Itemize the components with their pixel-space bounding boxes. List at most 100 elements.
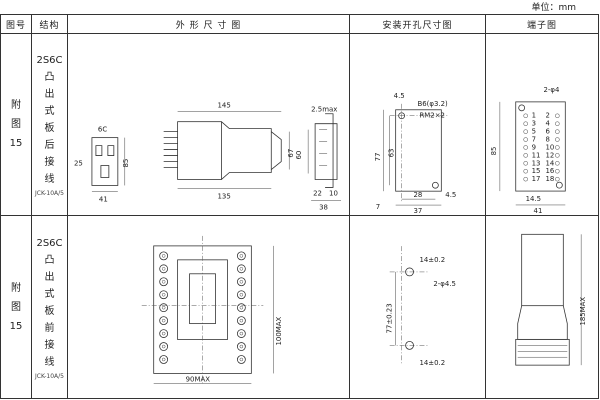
terminal-screw-center [161,358,166,362]
dim-85: 85 [122,159,130,168]
terminal-number-left: 1 [532,112,536,120]
terminal-dot [555,169,560,174]
terminal-screw-center [239,254,244,258]
fig-no: 附 图 15 [9,282,23,332]
terminal-screw-center [239,306,244,310]
dim-63: 63 [388,149,396,158]
terminal-screw-center [161,332,166,336]
terminal-screw [159,342,169,352]
header-row: 图号 结构 外 形 尺 寸 图 安装开孔尺寸图 端子图 [0,14,599,34]
structure-cell: 2S6C 凸 出 式 板 前 接 线 JCK-10A/5 [31,215,68,399]
dim-22: 22 [313,189,322,197]
terminal-screw [159,277,169,287]
header-fig-no: 图号 [0,14,32,34]
hole-2-phi4: 2-φ4 [543,86,559,94]
dim-37: 37 [414,207,423,215]
header-terminal: 端子图 [485,14,599,34]
terminal-number-left: 9 [532,143,536,151]
terminal-screw [236,264,246,274]
dim-77-tol: 77±0.23 [386,304,394,334]
terminal-screw [236,342,246,352]
terminal-dot [523,113,528,118]
dim-90max: 90MAX [186,376,211,384]
terminal-dot [555,113,560,118]
structure-label: 2S6C 凸 出 式 板 后 接 线 [36,55,63,186]
terminal-dot [555,121,560,126]
terminal-screw-center [161,345,166,349]
dim-14-5: 14.5 [526,195,541,203]
model-code: JCK-10A/5 [34,190,64,198]
model-code: JCK-10A/5 [34,372,64,380]
terminal-number-right: 14 [545,159,554,167]
terminal-screw-center [161,280,166,284]
terminal-svg-front: 185MAX [515,234,587,366]
header-outline: 外 形 尺 寸 图 [67,14,350,34]
terminal-screw [236,290,246,300]
terminal-drawing-front: 185MAX [485,215,599,399]
hole-2-phi4-5: 2-φ4.5 [433,280,456,288]
terminal-dot [523,129,528,134]
terminal-screw [159,355,169,365]
terminal-dot [523,137,528,142]
front-view: 6C 25 41 85 [74,126,130,204]
unit-label: 单位：mm [531,3,576,13]
dim-67: 67 [287,149,295,158]
dim-77: 77 [374,153,382,162]
dim-100max: 100MAX [275,317,283,346]
terminal-screw-center [239,319,244,323]
terminal-number-right: 6 [545,128,549,136]
terminal-number-right: 12 [545,151,554,159]
dim-185max: 185MAX [579,297,587,326]
terminal-dot [555,153,560,158]
terminal-dot [523,169,528,174]
terminal-number-left: 7 [532,136,536,144]
mounting-svg-rear: 4.5 B6(φ3.2) RM2×2 77 63 7 28 4.5 37 [374,92,457,215]
structure-cell: 2S6C 凸 出 式 板 后 接 线 JCK-10A/5 [31,32,68,217]
terminal-number-left: 13 [532,159,541,167]
hole-b6: B6(φ3.2) [418,100,448,108]
dim-4-5-bottom: 4.5 [445,191,456,199]
mounting-drawing-front: 14±0.2 2-φ4.5 77±0.23 14±0.2 [349,215,486,399]
terminal-screw-center [161,319,166,323]
terminal-screw [159,251,169,261]
dim-14-top: 14±0.2 [419,256,445,264]
mounting-drawing-rear: 4.5 B6(φ3.2) RM2×2 77 63 7 28 4.5 37 [349,32,486,217]
terminal-number-right: 8 [545,136,549,144]
fig-no-cell: 附 图 15 [0,32,32,217]
terminal-screw [236,251,246,261]
terminal-screw [236,329,246,339]
dim-6c: 6C [98,126,107,134]
terminal-dot [523,161,528,166]
header-mounting: 安装开孔尺寸图 [349,14,486,34]
terminal-screw-center [161,254,166,258]
dim-28: 28 [414,191,423,199]
terminal-screw-center [239,332,244,336]
terminal-dot [523,176,528,182]
outline-drawing-rear: 6C 25 41 85 145 135 [67,32,350,217]
dim-135: 135 [217,192,230,200]
terminal-screw-center [239,293,244,297]
dim-14-bottom: 14±0.2 [419,360,445,368]
terminal-screw [159,303,169,313]
terminal-dot [555,137,560,142]
fig-no-cell: 附 图 15 [0,215,32,399]
terminal-number-left: 15 [532,167,541,175]
terminal-dot [555,176,560,182]
mounting-svg-front: 14±0.2 2-φ4.5 77±0.23 14±0.2 [386,246,456,368]
terminal-dot [523,153,528,158]
dimension-sheet: 图号 结构 外 形 尺 寸 图 安装开孔尺寸图 端子图 附 图 15 2S6C … [0,14,599,399]
terminal-number-right: 4 [545,120,550,128]
outline-svg-front: 100MAX 90MAX [141,236,283,384]
terminal-screw [236,303,246,313]
terminal-screw [159,316,169,326]
terminal-screw [236,316,246,326]
terminal-screw-center [239,280,244,284]
side-view: 145 135 67 [163,102,295,200]
terminal-number-left: 17 [532,175,541,183]
terminal-screw [236,355,246,365]
terminal-screws [159,251,246,365]
dim-41-terminal: 41 [534,207,543,215]
dim-7: 7 [376,203,380,211]
